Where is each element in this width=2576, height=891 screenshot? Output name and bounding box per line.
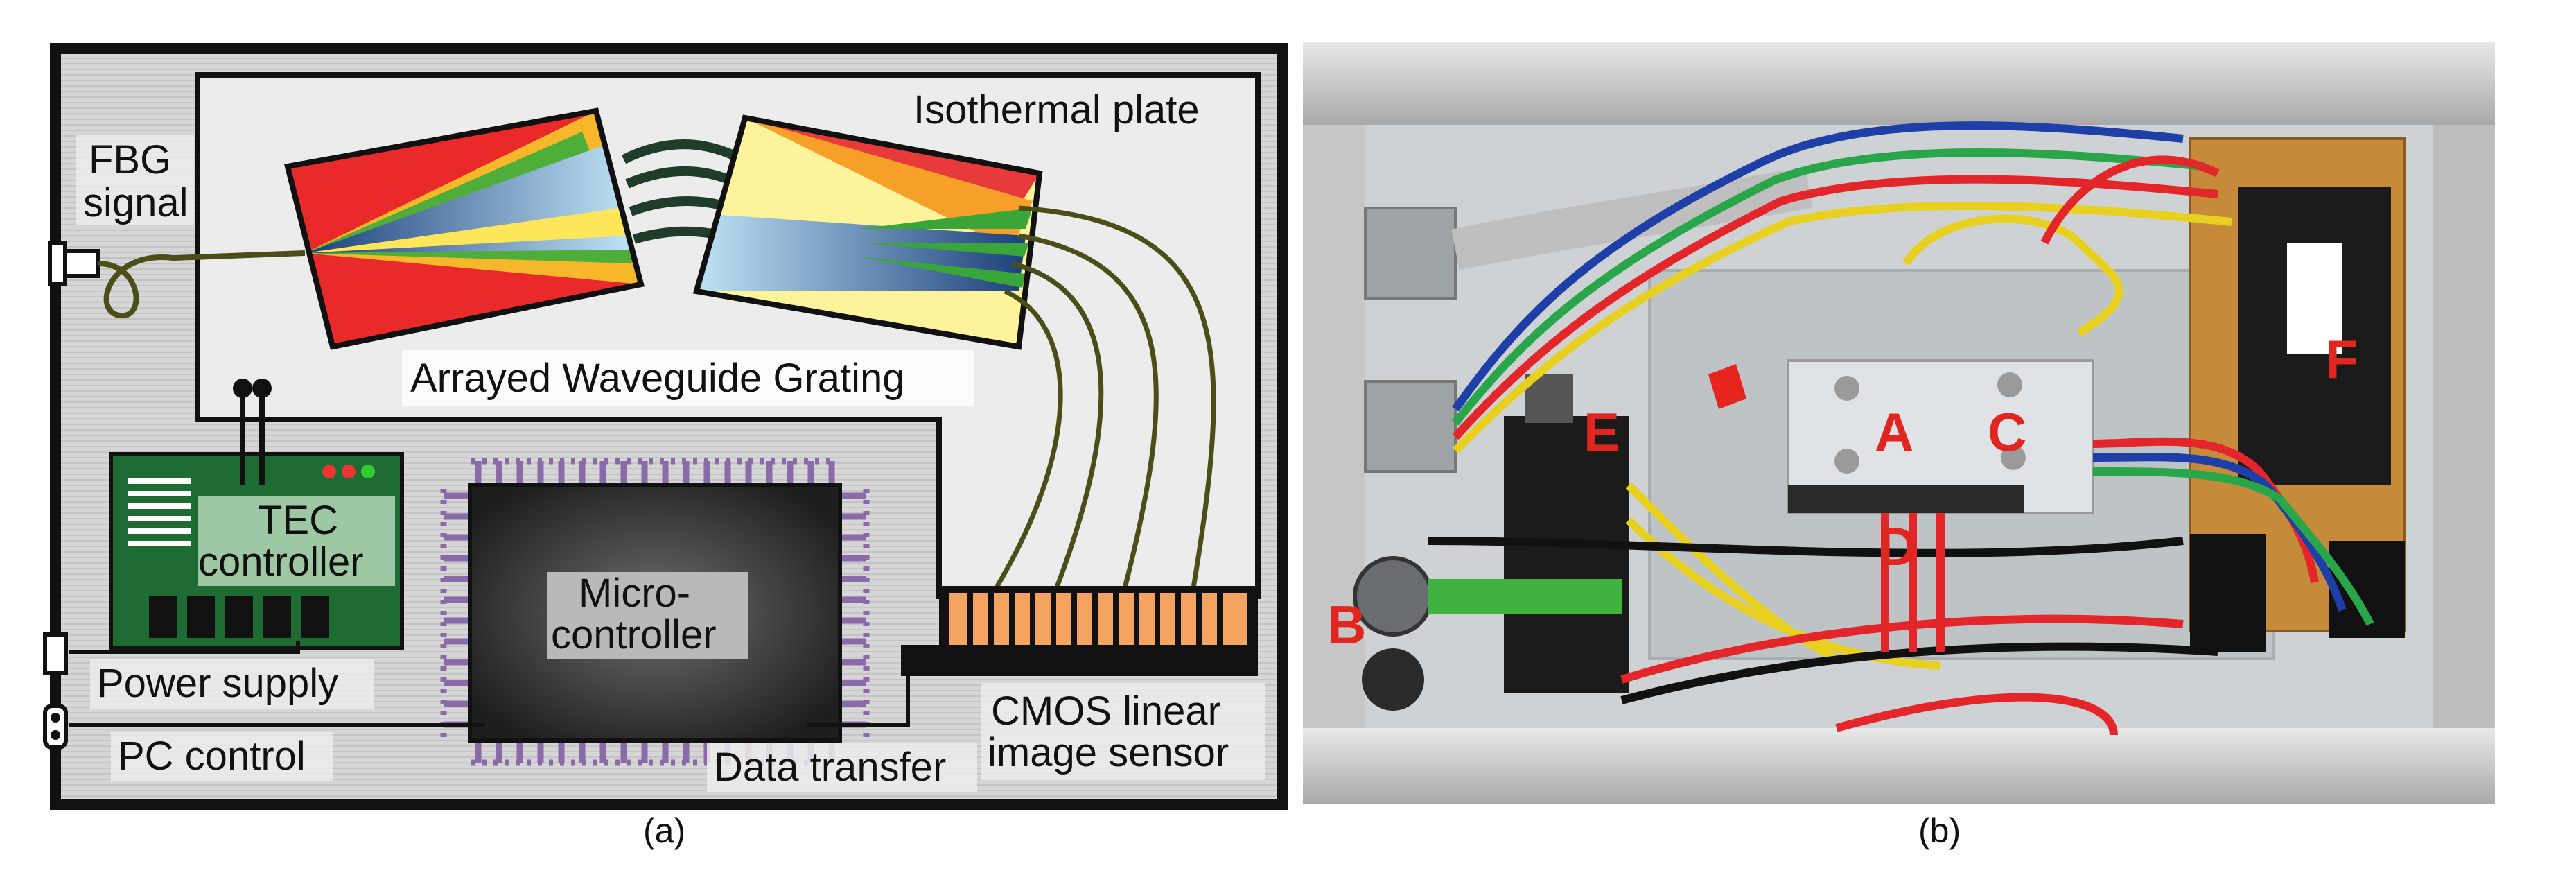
cmos-label-1: CMOS linear (991, 689, 1221, 734)
caption-b: (b) (1918, 811, 1961, 850)
power-connector-icon (43, 632, 68, 675)
data-transfer-label: Data transfer (714, 745, 946, 790)
awg-chip-right (692, 114, 1043, 350)
fbg-connector-icon (48, 241, 100, 286)
photo-label-f: F (2325, 329, 2358, 390)
micro-label-1: Micro- (579, 571, 690, 616)
caption-a: (a) (643, 811, 685, 850)
photo-label-a: A (1875, 401, 1913, 462)
cmos-label-2: image sensor (988, 730, 1229, 775)
fbg-signal-label-1: FBG (89, 137, 171, 182)
output-fibers (989, 205, 1216, 598)
tec-controller-board (109, 452, 404, 650)
cmos-sensor (901, 586, 1258, 676)
pc-connector-icon (43, 704, 68, 750)
tec-label-2: controller (198, 539, 364, 585)
tec-label-1: TEC (258, 498, 338, 543)
photo-label-c: C (1988, 401, 2026, 462)
input-fiber (98, 250, 306, 319)
awg-label: Arrayed Waveguide Grating (410, 356, 905, 401)
panel-a-diagram: FBG signal Isothermal plate Arrayed Wave… (43, 43, 1288, 850)
photo-label-e: E (1584, 401, 1620, 462)
awg-chip-left (284, 107, 645, 350)
photo-label-d: D (1878, 516, 1917, 577)
panel-b-photo: A B C D E F (b) (1303, 42, 2495, 850)
pc-control-label: PC control (118, 734, 306, 779)
power-supply-label: Power supply (97, 661, 338, 706)
isothermal-plate-label: Isothermal plate (913, 87, 1200, 132)
tec-leads (233, 379, 272, 485)
wires (69, 641, 910, 727)
fbg-signal-label-2: signal (83, 180, 189, 225)
photo-label-b: B (1327, 594, 1366, 655)
micro-label-2: controller (551, 612, 717, 657)
